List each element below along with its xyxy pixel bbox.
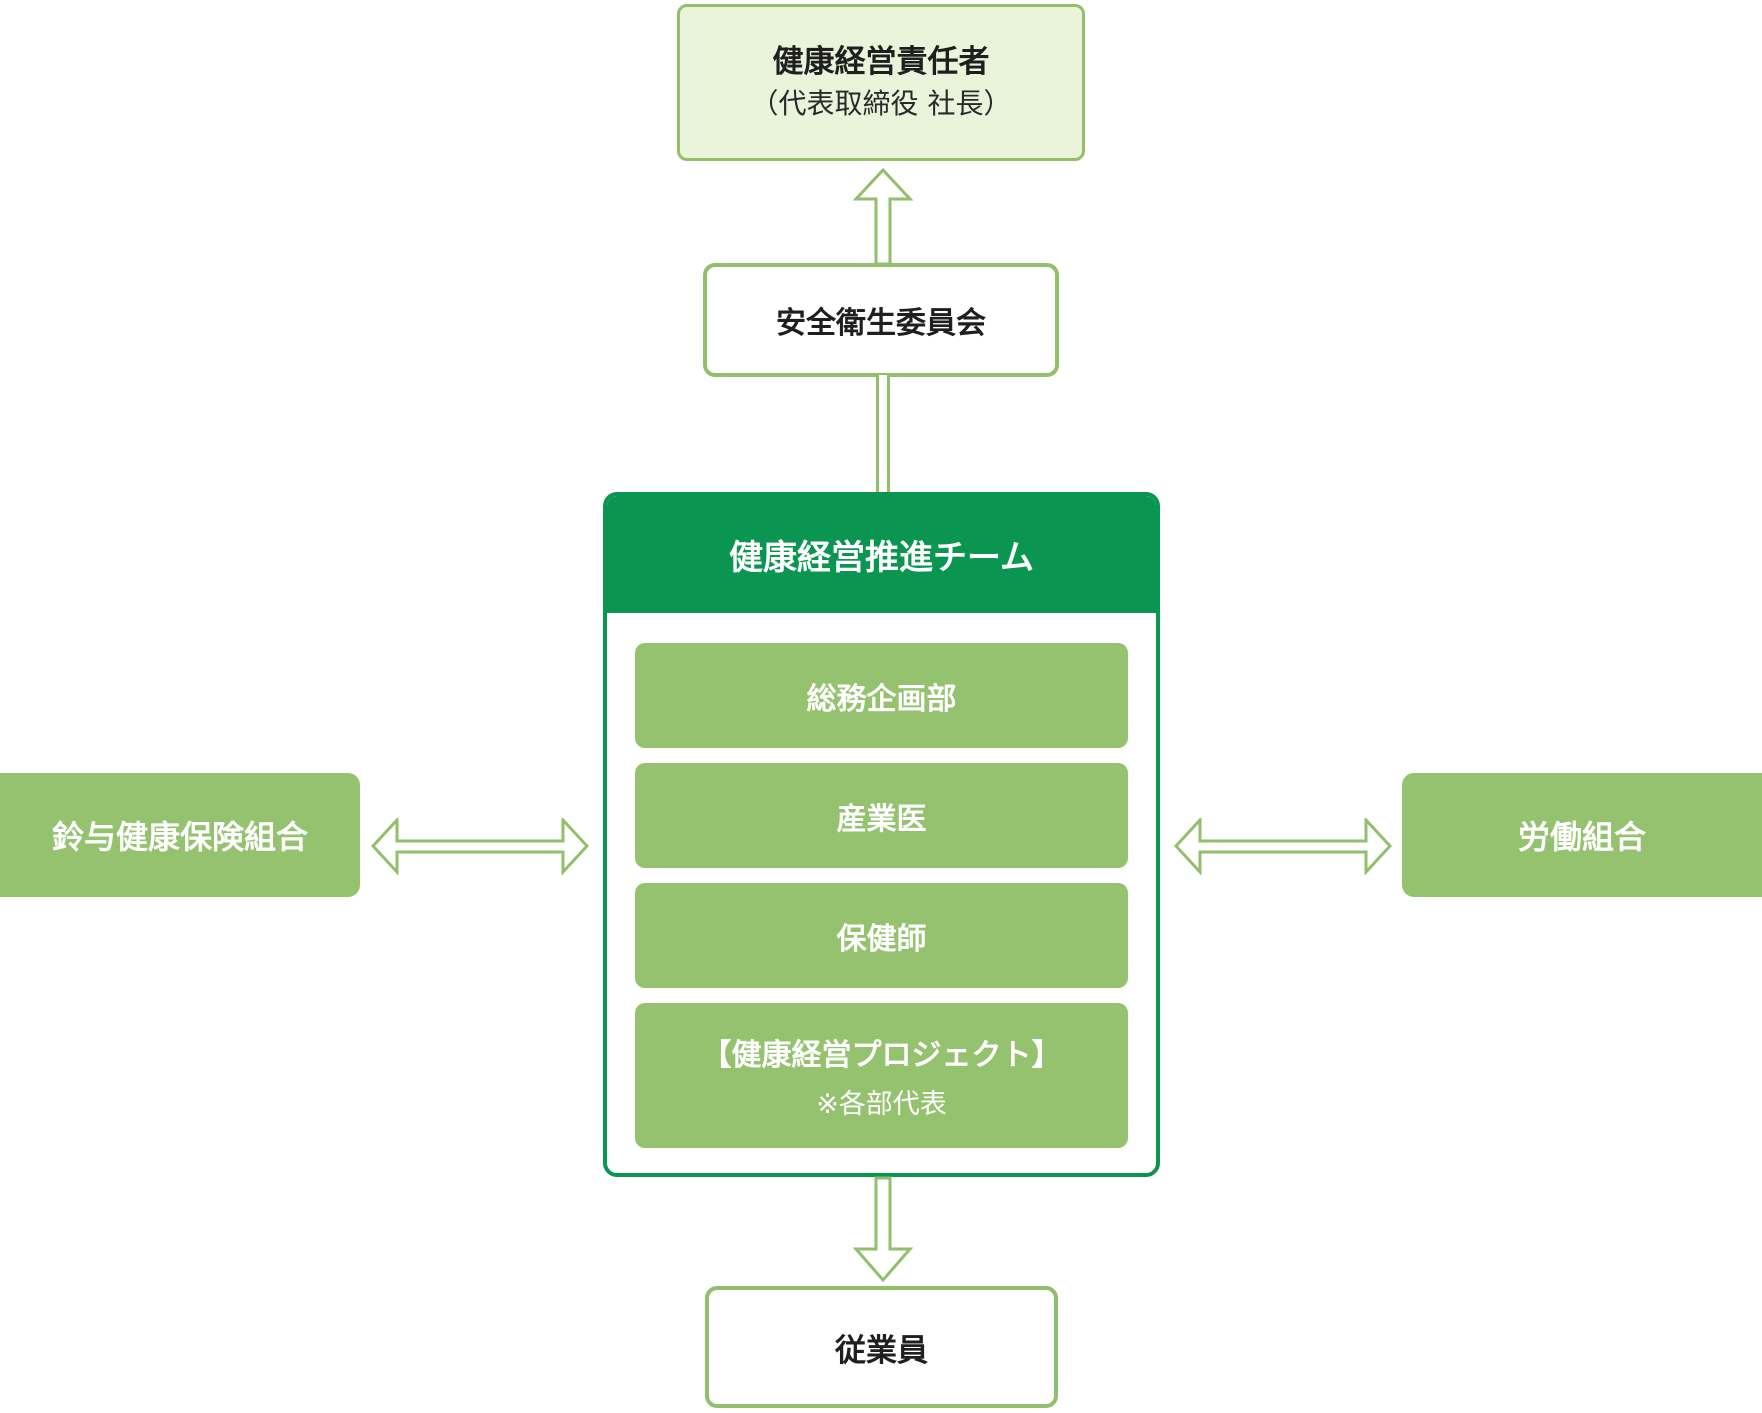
member-label: 総務企画部 <box>806 681 957 717</box>
labor-union-box: 労働組合 <box>1402 773 1762 897</box>
safety-health-committee-box: 安全衛生委員会 <box>703 263 1059 377</box>
team-member-health-project: 【健康経営プロジェクト】 ※各部代表 <box>635 1003 1128 1148</box>
employees-box: 従業員 <box>705 1286 1058 1408</box>
right-double-arrow-icon <box>1174 818 1392 875</box>
health-management-officer-box: 健康経営責任者 （代表取締役 社長） <box>677 4 1085 161</box>
member-label: 保健師 <box>836 921 927 957</box>
down-arrow-icon <box>852 1176 914 1282</box>
team-member-occupational-physician: 産業医 <box>635 763 1128 868</box>
left-box-label: 鈴与健康保険組合 <box>51 818 308 856</box>
committee-label: 安全衛生委員会 <box>776 306 986 341</box>
right-box-label: 労働組合 <box>1517 818 1646 856</box>
team-member-general-affairs: 総務企画部 <box>635 643 1128 748</box>
vertical-connector-line <box>876 375 890 494</box>
member-label: 【健康経営プロジェクト】 <box>701 1038 1062 1073</box>
promotion-team-panel: 健康経営推進チーム 総務企画部 産業医 保健師 【健康経営プロジェクト】 ※各部… <box>603 492 1160 1177</box>
officer-title: 健康経営責任者 <box>772 44 990 81</box>
team-member-public-health-nurse: 保健師 <box>635 883 1128 988</box>
officer-subtitle: （代表取締役 社長） <box>750 87 1012 121</box>
left-double-arrow-icon <box>371 818 589 875</box>
member-label: 産業医 <box>836 801 927 837</box>
health-insurance-union-box: 鈴与健康保険組合 <box>0 773 360 897</box>
promotion-team-body: 総務企画部 産業医 保健師 【健康経営プロジェクト】 ※各部代表 <box>607 613 1156 1173</box>
member-note: ※各部代表 <box>816 1089 947 1120</box>
promotion-team-header: 健康経営推進チーム <box>607 496 1156 613</box>
employees-label: 従業員 <box>835 1332 928 1369</box>
up-arrow-icon <box>852 168 914 265</box>
